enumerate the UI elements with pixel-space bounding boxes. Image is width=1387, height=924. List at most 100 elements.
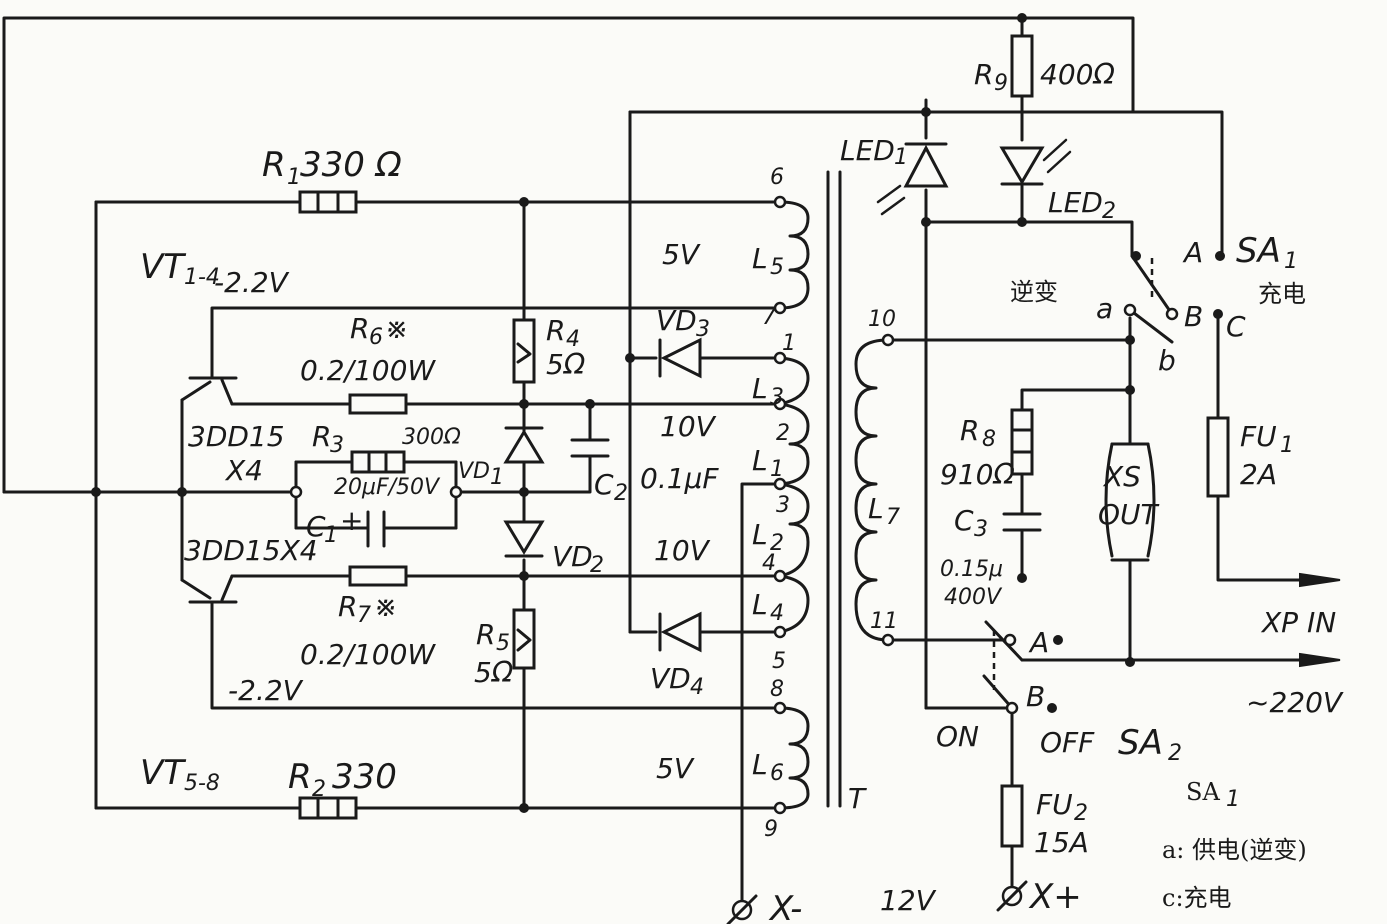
resistor-r9 [1010,34,1034,98]
vd1-label: VD [458,459,490,484]
l1-label: L [752,444,768,477]
r6-label: R [350,312,369,345]
led2-sub: 2 [1102,199,1116,224]
r6-value: 0.2/100W [300,354,436,387]
fu1-sub: 1 [1280,433,1294,458]
resistor-r2 [298,796,358,820]
x-minus-label: X- [768,889,802,924]
terminal-x-minus [726,894,758,924]
resistor-r1 [298,190,358,214]
r4-value: 5Ω [546,348,586,381]
led1-sub: 1 [894,145,908,170]
vt58-voltage: -2.2V [228,674,304,707]
fu2-value: 15A [1034,826,1089,859]
fu1-label: FU [1240,420,1277,453]
xs-label: XS [1102,460,1141,493]
v5-top: 5V [662,238,701,271]
c2-value: 0.1μF [640,462,719,495]
inverter-label: 逆变 [1010,278,1058,306]
c2-sub: 2 [614,481,628,506]
c3-value-2: 400V [944,585,1003,610]
socket-xs [1104,442,1156,562]
sa2-label: SA [1118,723,1163,763]
l4-sub: 4 [770,601,784,626]
out-label: OUT [1098,498,1160,531]
on-label: ON [936,720,979,753]
sa1-a: A [1182,236,1203,269]
r4-sub: 4 [566,327,580,352]
diode-vd3 [658,337,702,379]
r2-label: R [288,757,312,797]
diode-vd1 [503,418,545,464]
transformer-label: T [848,782,867,815]
r5-value: 5Ω [474,656,514,689]
legend-c: c:充电 [1162,884,1232,912]
vd1-sub: 1 [490,465,504,490]
fu1-value: 2A [1240,458,1277,491]
c1-sub: 1 [324,523,338,548]
transistor-bottom [180,574,238,604]
resistor-r3 [350,450,406,474]
led-2 [999,138,1072,186]
diode-vd4 [658,611,702,653]
vt14-voltage: -2.2V [214,266,290,299]
l1-sub: 1 [770,457,784,482]
v10-a: 10V [660,410,717,443]
r6-star: ※ [385,312,408,345]
vd3-sub: 3 [696,317,710,342]
vd2-sub: 2 [590,553,604,578]
sa2-b: B [1026,680,1045,713]
l2-sub: 2 [770,531,784,556]
fuse-fu2 [1000,784,1024,848]
r1-value: 330 Ω [300,145,402,185]
winding-l5 [778,200,810,310]
pin-9: 9 [764,817,778,842]
l5-label: L [752,242,768,275]
vd4-label: VD [650,662,691,695]
r9-label: R [974,58,993,91]
legend-a: a: 供电(逆变) [1162,836,1307,864]
v5-bottom: 5V [656,752,695,785]
winding-l7 [854,338,890,642]
c2-label: C [594,468,614,501]
r8-label: R [960,414,979,447]
l3-label: L [752,372,768,405]
pin-3: 3 [776,493,790,518]
led1-label: LED [840,134,895,167]
r1-sub: 1 [287,165,301,190]
fu2-sub: 2 [1074,801,1088,826]
sa2-sub: 2 [1168,741,1182,766]
c1-value: 20μF/50V [334,475,441,500]
vt58-sub: 5-8 [184,771,220,796]
q-top-type: 3DD15 [188,420,285,453]
winding-l4 [778,574,810,634]
l3-sub: 3 [770,385,784,410]
plug-arrows [1299,572,1341,668]
legend-title: SA [1186,778,1220,806]
c3-value-1: 0.15μ [940,557,1003,582]
vd4-sub: 4 [690,675,704,700]
r3-label: R [312,420,331,453]
c1-label: C [306,510,326,543]
v10-b: 10V [654,534,711,567]
battery-12v-label: 12V [880,884,937,917]
x-plus-label: X+ [1028,877,1082,917]
capacitor-c2 [570,438,610,458]
r3-sub: 3 [330,433,344,458]
l4-label: L [752,588,768,621]
pin-11: 11 [870,609,898,634]
sa1-a-small: a [1096,292,1113,325]
q-bottom-type: 3DD15X4 [184,534,318,567]
r2-value: 330 [332,757,397,797]
r7-star: ※ [374,590,397,623]
r5-sub: 5 [496,631,510,656]
r6-sub: 6 [369,325,383,350]
pin-4: 4 [762,551,776,576]
sa1-label: SA [1236,231,1281,271]
diode-vd2 [503,520,545,558]
pin-10: 10 [868,307,896,332]
xp-in-label: XP IN [1260,606,1336,639]
q-top-count: X4 [224,454,263,487]
resistor-r5 [512,608,536,670]
